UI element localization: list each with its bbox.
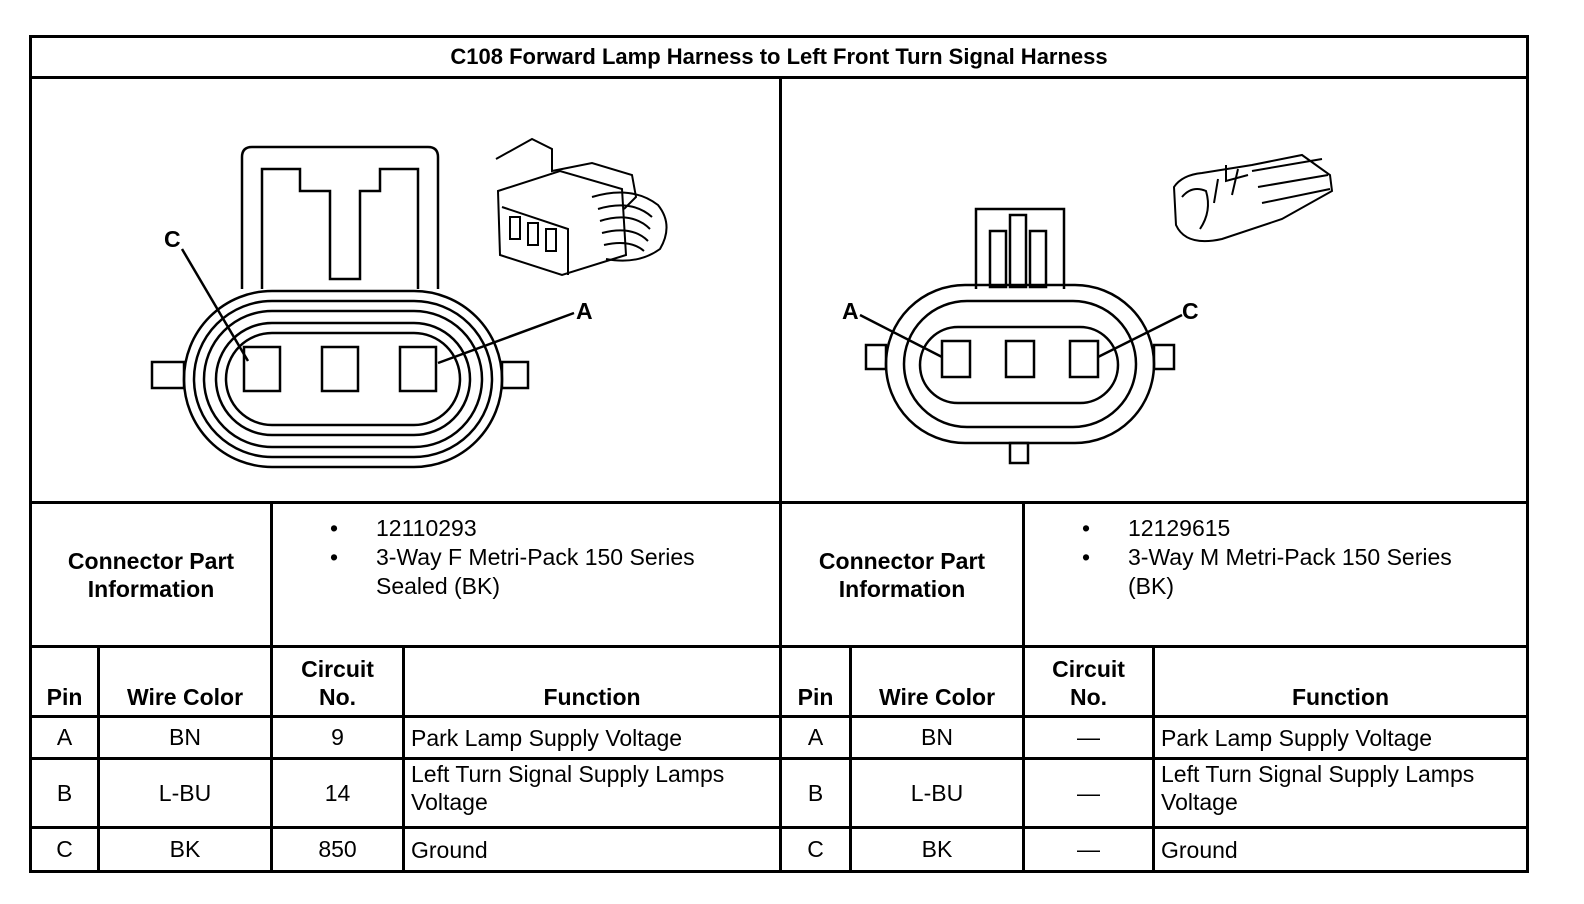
cell-circuit: — (1077, 779, 1100, 806)
right-part-info: 12129615 3-Way M Metri-Pack 150 Series(B… (1060, 514, 1524, 642)
diagram-title: C108 Forward Lamp Harness to Left Front … (450, 44, 1108, 69)
left-latch-housing (240, 145, 440, 289)
bottom-key (1008, 441, 1030, 465)
header-circuit-line: Circuit (301, 656, 374, 682)
pin-c (1068, 339, 1100, 379)
cell-function: Park Lamp Supply Voltage (1155, 718, 1526, 757)
cell-function: Ground (1155, 829, 1526, 870)
header-circuit-line: No. (1069, 684, 1108, 710)
leader-c (180, 248, 250, 362)
cavity-c (242, 345, 282, 393)
function-line: Voltage (411, 789, 488, 815)
function-line: Ground (1161, 836, 1238, 863)
left-side-tab (864, 343, 888, 371)
function-line: Left Turn Signal Supply Lamps (411, 761, 725, 787)
left-side-tab (150, 360, 186, 390)
header-wire-color: Wire Color (126, 684, 244, 710)
cell-function: Park Lamp Supply Voltage (405, 718, 779, 757)
header-pin: Pin (46, 684, 83, 710)
cavity-a (398, 345, 438, 393)
header-circuit-line: No. (318, 684, 357, 710)
part-description: 3-Way M Metri-Pack 150 Series(BK) (1060, 543, 1524, 601)
cell-wire-color: BK (921, 836, 953, 862)
right-side-tab (1152, 343, 1176, 371)
cell-pin: C (56, 836, 73, 862)
cell-function: Left Turn Signal Supply Lamps Voltage (405, 760, 779, 826)
left-latch-t (260, 167, 420, 289)
leader-a (859, 313, 943, 359)
cell-circuit: 850 (318, 836, 357, 862)
right-side-tab (500, 360, 530, 390)
label-line: Information (838, 575, 966, 602)
divider (849, 645, 852, 873)
cell-wire-color: L-BU (158, 779, 212, 806)
pin-b (1004, 339, 1036, 379)
cavity-b (320, 345, 360, 393)
function-line: Ground (411, 836, 488, 863)
left-connector-drawing: C A (150, 137, 668, 469)
leader-a (437, 311, 575, 365)
left-body-outer (182, 289, 504, 469)
left-part-info: 12110293 3-Way F Metri-Pack 150 SeriesSe… (308, 514, 776, 642)
cell-wire-color: BN (921, 724, 953, 750)
cell-function: Ground (405, 829, 779, 870)
cell-circuit: 14 (324, 779, 351, 806)
cell-wire-color: BN (169, 724, 201, 750)
label-line: Connector Part (818, 547, 986, 574)
header-circuit-line: Circuit (1052, 656, 1125, 682)
cell-pin: A (807, 724, 824, 750)
function-line: Voltage (1161, 789, 1238, 815)
right-connector-drawing: A C (842, 153, 1334, 465)
cell-circuit: — (1077, 836, 1100, 862)
part-number: 12129615 (1060, 514, 1524, 543)
cell-circuit: 9 (331, 724, 344, 750)
header-circuit: Circuit No. (273, 648, 402, 715)
pin-label-a: A (576, 298, 593, 324)
cell-pin: B (807, 779, 824, 806)
right-part-info-label: Connector Part Information (782, 504, 1022, 645)
pin-label-a: A (842, 298, 859, 324)
divider (779, 76, 782, 873)
left-part-info-label: Connector Part Information (32, 504, 270, 645)
cell-pin: C (807, 836, 824, 862)
header-pin: Pin (797, 684, 834, 710)
pin-label-c: C (1182, 298, 1199, 324)
cell-function: Left Turn Signal Supply Lamps Voltage (1155, 760, 1526, 826)
function-line: Park Lamp Supply Voltage (1161, 724, 1433, 751)
cell-wire-color: L-BU (910, 779, 964, 806)
cell-wire-color: BK (169, 836, 201, 862)
right-connector-sketch (1172, 153, 1334, 243)
leader-c (1097, 313, 1183, 359)
header-function: Function (543, 684, 641, 710)
label-line: Connector Part (67, 547, 235, 574)
cell-circuit: — (1077, 724, 1100, 750)
left-connector-sketch (495, 137, 668, 277)
pin-label-c: C (164, 226, 181, 252)
right-body-outer (884, 283, 1156, 445)
pin-a (940, 339, 972, 379)
header-function: Function (1291, 684, 1390, 710)
function-line: Left Turn Signal Supply Lamps (1161, 761, 1475, 787)
function-line: Park Lamp Supply Voltage (411, 724, 683, 751)
divider (1152, 645, 1155, 873)
header-circuit: Circuit No. (1025, 648, 1152, 715)
cell-pin: B (56, 779, 73, 806)
cell-pin: A (56, 724, 73, 750)
divider (97, 645, 100, 873)
divider (402, 645, 405, 873)
right-latch-housing (974, 207, 1066, 289)
header-wire-color: Wire Color (878, 684, 996, 710)
label-line: Information (87, 575, 215, 602)
divider (1022, 501, 1025, 873)
part-number: 12110293 (308, 514, 776, 543)
divider (270, 501, 273, 873)
